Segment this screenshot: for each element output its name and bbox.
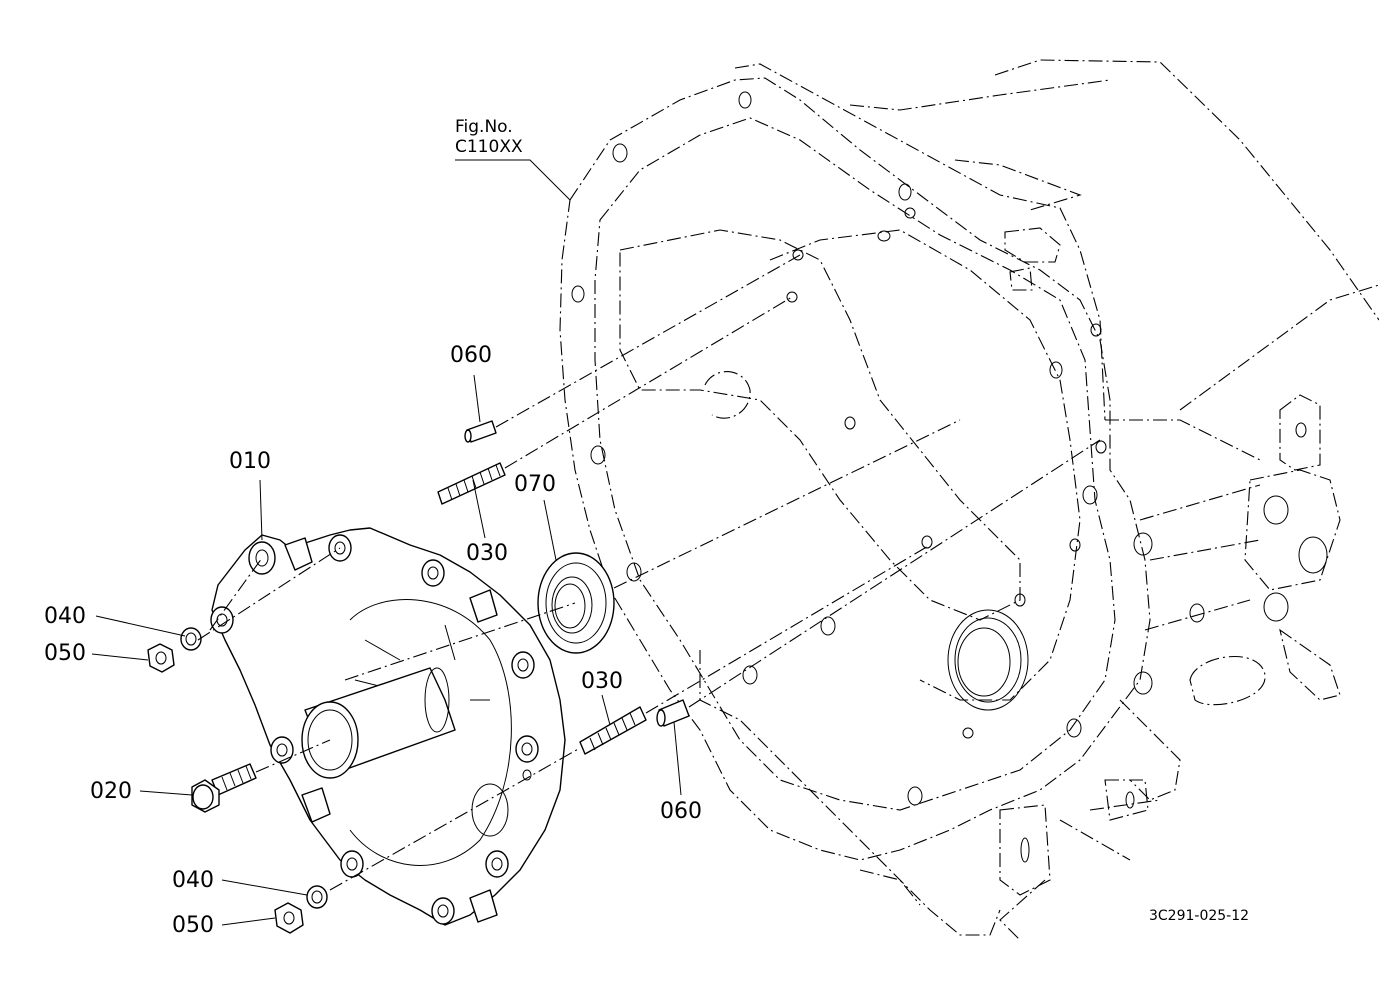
pin-060-bottom: [656, 699, 690, 727]
label-060-top[interactable]: 060: [450, 343, 492, 368]
drawing-number: 3C291-025-12: [1149, 908, 1250, 924]
stud-030-middle: [579, 706, 647, 755]
figure-reference[interactable]: Fig.No. C110XX: [455, 117, 523, 157]
washer-040-top: [180, 627, 202, 651]
figure-reference-line2: C110XX: [455, 136, 523, 157]
label-040-bottom[interactable]: 040: [172, 868, 214, 893]
label-060-bottom[interactable]: 060: [660, 799, 702, 824]
label-030-middle[interactable]: 030: [581, 669, 623, 694]
nut-050-bottom: [274, 902, 304, 934]
label-050-bottom[interactable]: 050: [172, 913, 214, 938]
pin-060-top: [464, 420, 497, 443]
figure-reference-line1: Fig.No.: [455, 117, 513, 137]
bolt-020: [191, 763, 257, 813]
cover-part-010: [210, 527, 566, 926]
label-030-top[interactable]: 030: [466, 541, 508, 566]
assembly-lines: [197, 254, 1101, 891]
oil-seal-070: [537, 552, 615, 654]
label-040-top[interactable]: 040: [44, 604, 86, 629]
leader-lines: [91, 159, 682, 926]
label-020[interactable]: 020: [90, 779, 132, 804]
washer-040-bottom: [306, 885, 328, 909]
label-070[interactable]: 070: [514, 472, 556, 497]
flange-holes: [571, 91, 1153, 806]
nut-050-top: [147, 643, 175, 673]
stud-030-top: [437, 462, 506, 505]
label-050-top[interactable]: 050: [44, 641, 86, 666]
label-010[interactable]: 010: [229, 449, 271, 474]
